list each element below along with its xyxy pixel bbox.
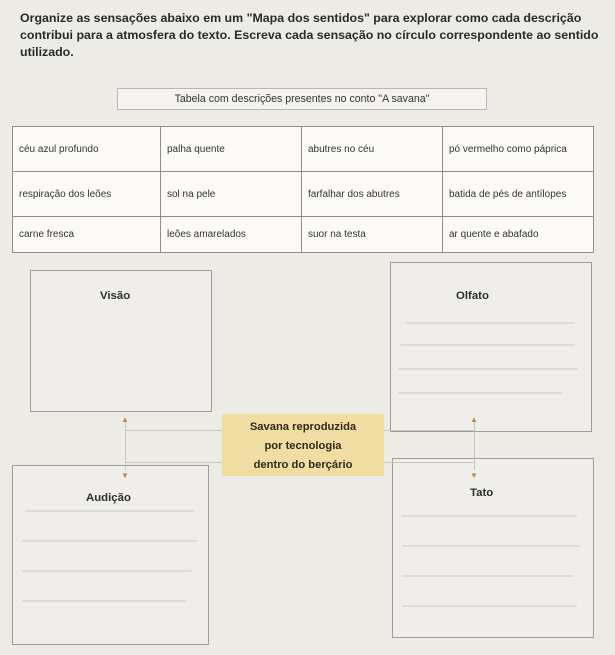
connector-line (125, 418, 126, 470)
connector-line (384, 430, 474, 431)
arrow-down-icon: ▼ (121, 471, 129, 480)
center-line-2: por tecnologia (264, 440, 342, 452)
table-row: céu azul profundo palha quente abutres n… (12, 126, 594, 172)
table-cell: batida de pés de antílopes (442, 171, 594, 217)
descriptions-table: céu azul profundo palha quente abutres n… (12, 126, 594, 253)
table-cell: abutres no céu (301, 126, 443, 172)
center-line-1: Savana reproduzida (249, 421, 357, 433)
faint-writing (22, 600, 187, 602)
faint-writing (25, 510, 195, 512)
table-cell: ar quente e abafado (442, 216, 594, 253)
table-cell: pó vermelho como páprica (442, 126, 594, 172)
faint-writing (402, 605, 577, 607)
connector-line (474, 418, 475, 470)
arrow-up-icon: ▲ (470, 415, 478, 424)
faint-writing (402, 515, 577, 517)
faint-writing (402, 545, 580, 547)
table-cell: palha quente (160, 126, 302, 172)
table-title: Tabela com descrições presentes no conto… (117, 88, 487, 110)
connector-line (384, 462, 474, 463)
faint-writing (22, 540, 197, 542)
hearing-label: Audição (86, 492, 131, 504)
center-topic: Savana reproduzida por tecnologia dentro… (222, 414, 384, 476)
smell-label: Olfato (456, 290, 489, 302)
connector-line (125, 462, 225, 463)
faint-writing (398, 368, 578, 370)
faint-writing (22, 570, 192, 572)
table-row: carne fresca leões amarelados suor na te… (12, 216, 594, 253)
center-line-3: dentro do berçário (253, 459, 353, 471)
table-cell: sol na pele (160, 171, 302, 217)
touch-box[interactable] (392, 458, 594, 638)
faint-writing (400, 344, 575, 346)
table-cell: respiração dos leões (12, 171, 161, 217)
table-cell: leões amarelados (160, 216, 302, 253)
hearing-box[interactable] (12, 465, 209, 645)
connector-line (125, 430, 225, 431)
touch-label: Tato (470, 487, 494, 499)
instructions-text: Organize as sensações abaixo em um "Mapa… (20, 11, 599, 59)
table-cell: carne fresca (12, 216, 161, 253)
arrow-down-icon: ▼ (470, 471, 478, 480)
smell-box[interactable] (390, 262, 592, 432)
vision-label: Visão (100, 290, 131, 302)
arrow-up-icon: ▲ (121, 415, 129, 424)
faint-writing (402, 575, 572, 577)
faint-writing (398, 392, 563, 394)
table-cell: suor na testa (301, 216, 443, 253)
table-cell: farfalhar dos abutres (301, 171, 443, 217)
faint-writing (405, 322, 575, 324)
table-cell: céu azul profundo (12, 126, 161, 172)
vision-box[interactable] (30, 270, 212, 412)
table-row: respiração dos leões sol na pele farfalh… (12, 171, 594, 217)
